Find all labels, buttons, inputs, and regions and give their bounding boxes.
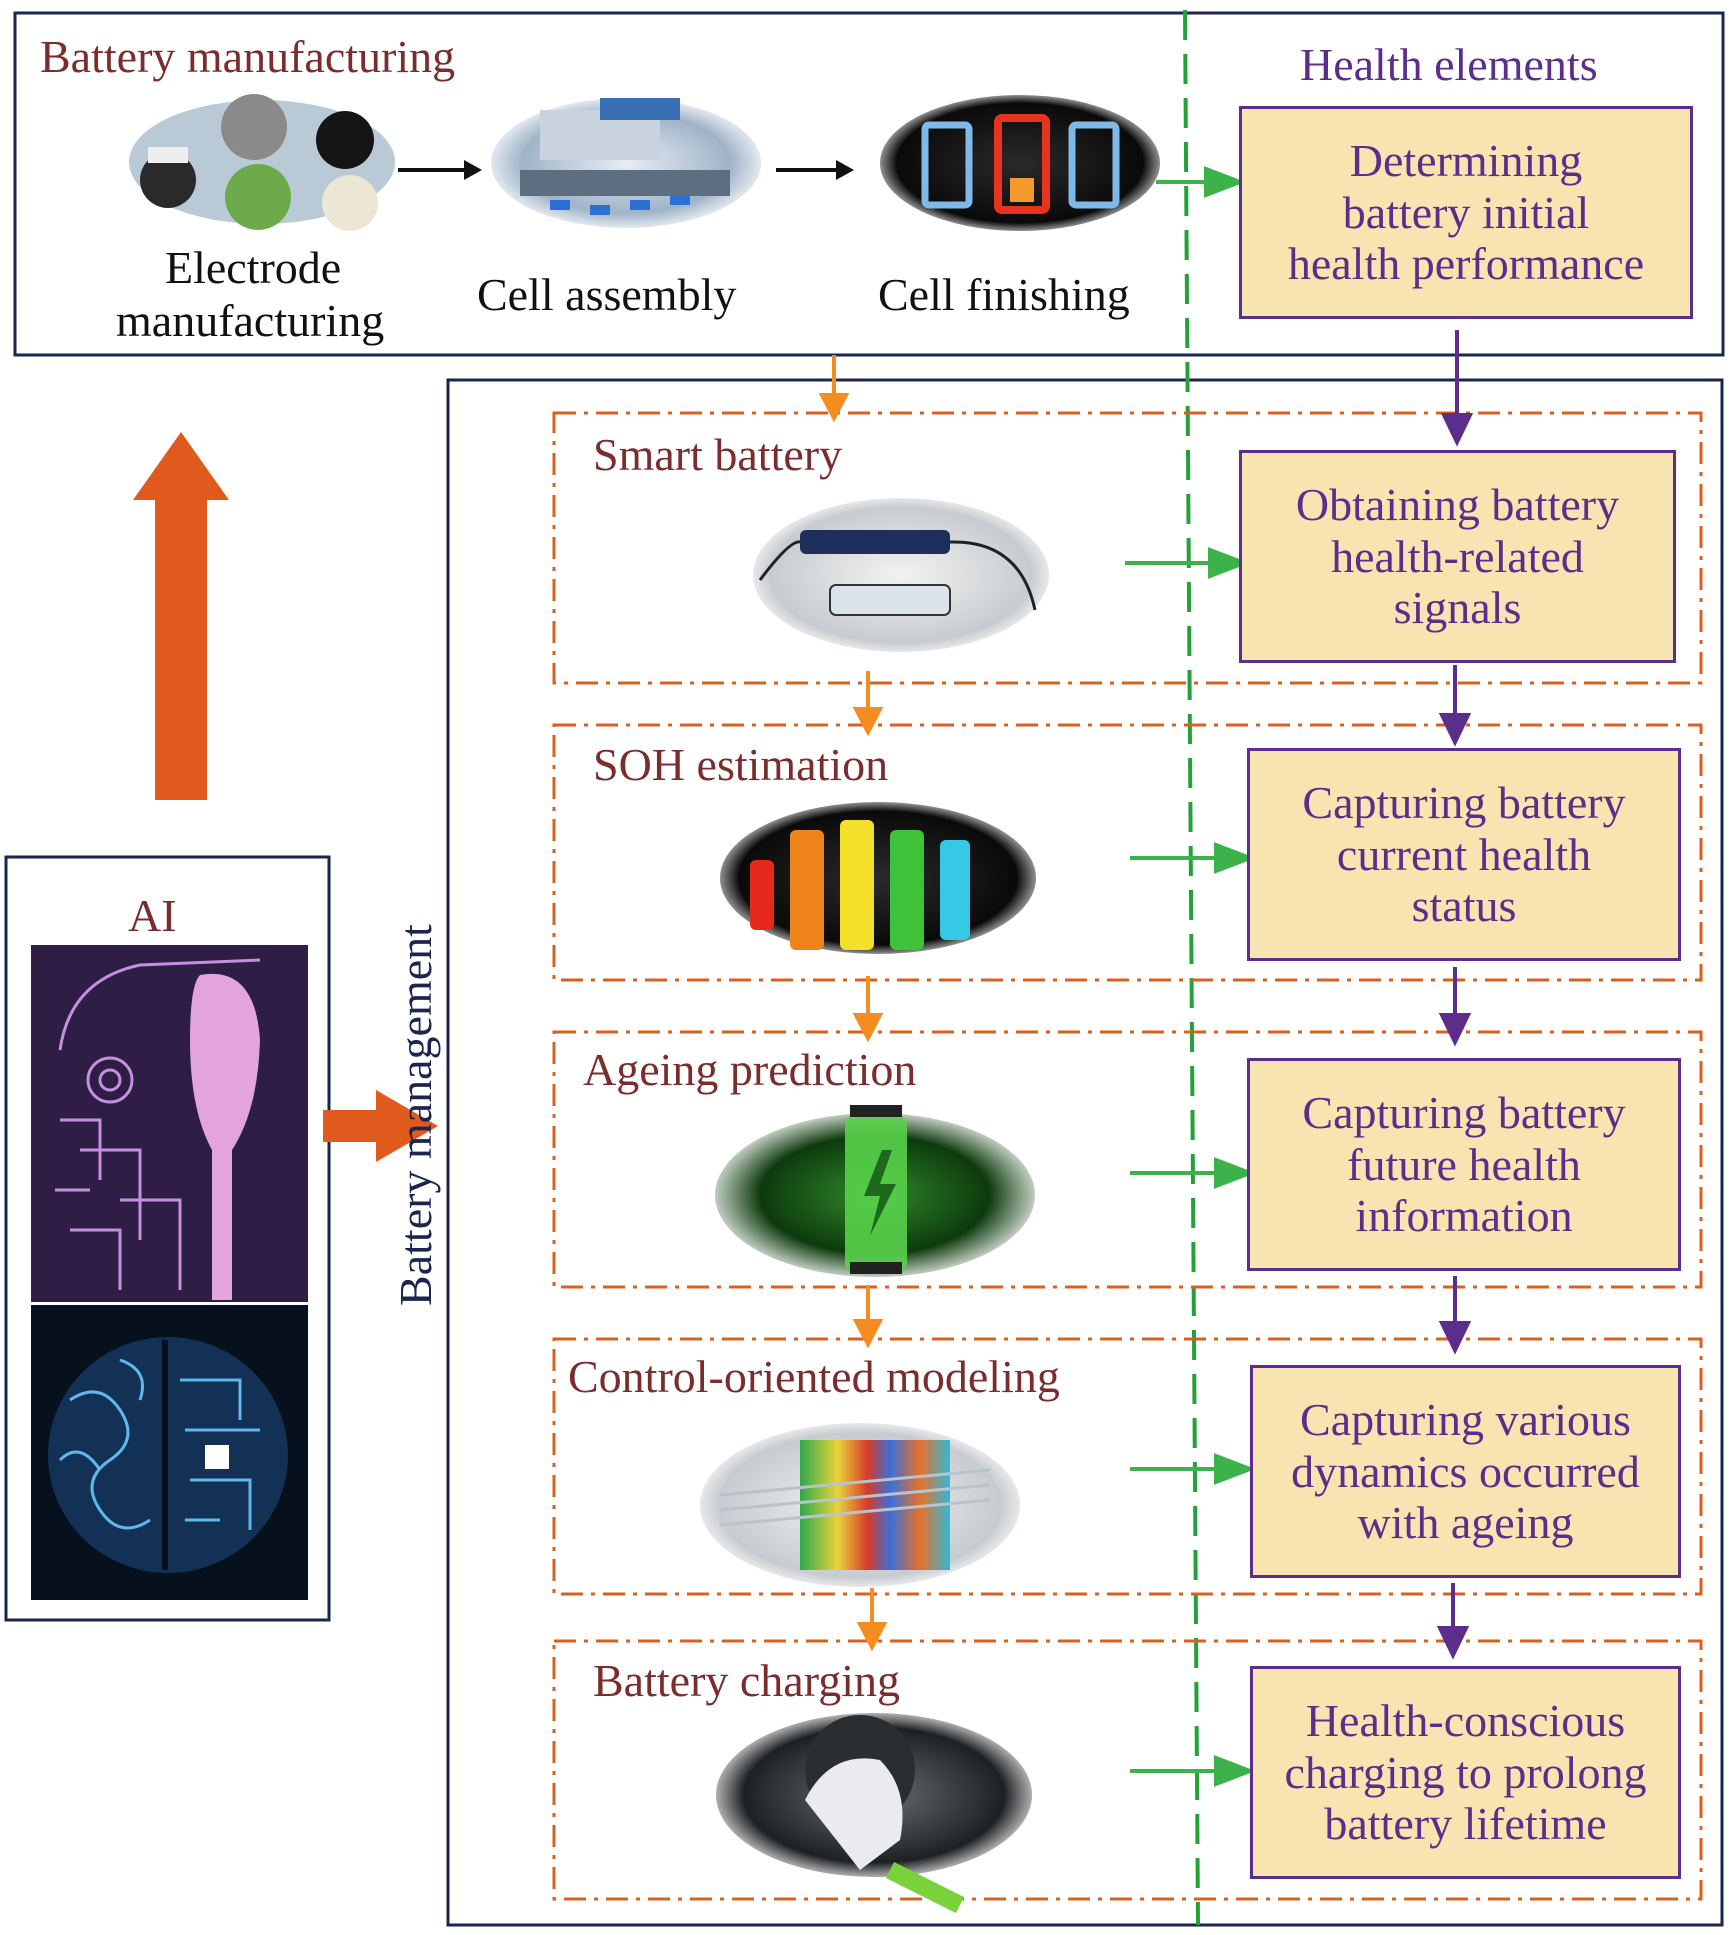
stage-label-smart-battery: Smart battery bbox=[593, 429, 843, 480]
health-box-5-line2: dynamics occurred bbox=[1291, 1445, 1640, 1497]
health-box-6-line3: battery lifetime bbox=[1324, 1798, 1607, 1850]
stage-box-control-modeling bbox=[552, 1337, 1703, 1596]
stage-box-soh-estimation bbox=[552, 723, 1703, 982]
ai-to-management-arrow bbox=[323, 1090, 438, 1162]
health-box-1-line3: health performance bbox=[1287, 238, 1645, 290]
stage-label-battery-charging: Battery charging bbox=[593, 1655, 900, 1706]
stage-label-soh-estimation: SOH estimation bbox=[593, 739, 889, 790]
step-cell-assembly: Cell assembly bbox=[477, 269, 737, 320]
health-box-2-line3: signals bbox=[1393, 582, 1522, 634]
circuit-head-image bbox=[31, 945, 308, 1302]
management-frame bbox=[446, 378, 1724, 1927]
manufacturing-frame bbox=[13, 11, 1725, 357]
arrowhead-electrode-to-assembly bbox=[464, 160, 482, 180]
cell-assembly-line-image bbox=[491, 98, 761, 228]
step-electrode-line2: manufacturing bbox=[116, 295, 385, 346]
health-chain-arrows bbox=[1436, 330, 1474, 1660]
health-box-health-signals: Obtaining battery health-related signals bbox=[1239, 450, 1676, 663]
manufacturing-title: Battery manufacturing bbox=[40, 31, 456, 82]
health-box-5-line3: with ageing bbox=[1357, 1497, 1574, 1549]
health-box-3-line1: Capturing battery bbox=[1302, 777, 1626, 829]
stage-box-ageing-prediction bbox=[552, 1030, 1703, 1289]
stage-boxes bbox=[552, 411, 1703, 1901]
health-box-2-line2: health-related bbox=[1331, 530, 1584, 582]
battery-charge-levels-image bbox=[720, 802, 1036, 954]
step-electrode-line1: Electrode bbox=[165, 242, 342, 293]
ev-charging-plug-image bbox=[716, 1713, 1032, 1914]
health-divider-line bbox=[1183, 9, 1200, 1926]
glowing-battery-image bbox=[715, 1105, 1035, 1277]
ai-title: AI bbox=[128, 890, 177, 941]
health-box-5-line1: Capturing various bbox=[1300, 1394, 1631, 1446]
health-box-2-line1: Obtaining battery bbox=[1295, 479, 1620, 531]
stage-box-smart-battery bbox=[552, 411, 1703, 685]
health-box-6-line2: charging to prolong bbox=[1284, 1746, 1647, 1798]
arrowhead-assembly-to-finishing bbox=[836, 160, 854, 180]
smart-battery-sensor-image bbox=[753, 498, 1049, 652]
health-box-3-line3: status bbox=[1411, 880, 1517, 932]
stage-label-ageing-prediction: Ageing prediction bbox=[583, 1044, 917, 1095]
management-flow-arrows bbox=[818, 355, 888, 1652]
electrode-materials-image bbox=[129, 94, 395, 231]
battery-level-display-image bbox=[880, 95, 1160, 231]
health-box-4-line1: Capturing battery bbox=[1302, 1087, 1626, 1139]
battery-management-title: Battery management bbox=[390, 924, 441, 1306]
stage-label-control-modeling: Control-oriented modeling bbox=[568, 1351, 1060, 1402]
health-box-6-line1: Health-conscious bbox=[1305, 1695, 1626, 1747]
health-box-4-line2: future health bbox=[1347, 1138, 1581, 1190]
health-box-3-line2: current health bbox=[1336, 828, 1592, 880]
stage-box-battery-charging bbox=[552, 1639, 1703, 1901]
health-elements-title: Health elements bbox=[1300, 39, 1598, 90]
health-box-1-line2: battery initial bbox=[1342, 186, 1590, 238]
health-box-conscious-charging: Health-conscious charging to prolong bat… bbox=[1250, 1666, 1681, 1879]
health-box-current-status: Capturing battery current health status bbox=[1247, 748, 1681, 961]
health-box-future-information: Capturing battery future health informat… bbox=[1247, 1058, 1681, 1271]
circuit-brain-image bbox=[31, 1305, 308, 1600]
green-link-arrows bbox=[1125, 166, 1256, 1787]
health-box-initial-performance: Determining battery initial health perfo… bbox=[1239, 106, 1693, 319]
battery-thermal-model-image bbox=[700, 1423, 1020, 1587]
health-box-1-line1: Determining bbox=[1349, 135, 1583, 187]
ai-frame bbox=[4, 855, 331, 1622]
health-box-ageing-dynamics: Capturing various dynamics occurred with… bbox=[1250, 1365, 1681, 1578]
health-box-4-line3: information bbox=[1355, 1190, 1573, 1242]
step-cell-finishing: Cell finishing bbox=[878, 269, 1130, 320]
ai-to-manufacturing-arrow bbox=[133, 432, 229, 800]
